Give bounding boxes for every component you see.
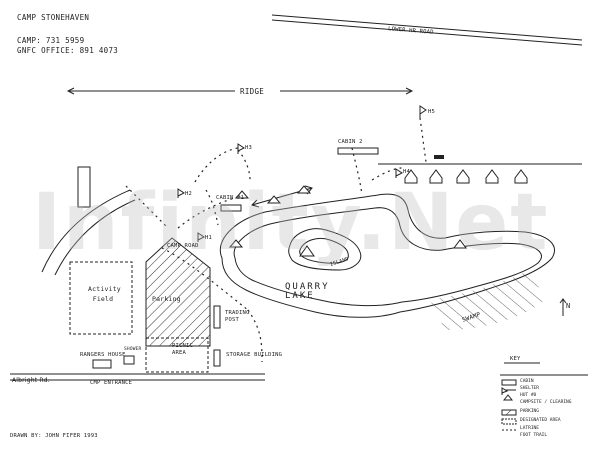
storage-building-box (213, 349, 221, 367)
cabin-icon (429, 169, 443, 184)
cabin-1-label: CABIN #1 (216, 195, 245, 201)
key-hut: HUT #0 (520, 393, 537, 398)
lake-outer-shore (219, 193, 555, 318)
hut-3-label: H3 (245, 145, 253, 151)
cabin-icon (485, 169, 499, 184)
picnic-area-label: PICNIC AREA (172, 343, 194, 357)
shower-label: SHOWER (124, 347, 142, 352)
hut-1-icon (197, 232, 205, 242)
key-title: KEY (510, 356, 521, 362)
swamp-area (430, 270, 545, 330)
camp-entrance-label: CMP ENTRANCE (90, 380, 133, 386)
albright-road-label: Albright Rd. (12, 377, 50, 384)
parking-label: Parking (152, 295, 181, 303)
cabin-icons (228, 169, 528, 257)
hut-2-label: H2 (185, 191, 193, 197)
cabin-icon (456, 169, 470, 184)
cabin-icon (514, 169, 528, 184)
hut-icons (177, 105, 514, 401)
office-phone: GNFC OFFICE: 891 4073 (17, 46, 119, 55)
hut-5-label: H5 (428, 109, 436, 115)
cabin-1-sign (220, 204, 242, 212)
key-campsite: CAMPSITE / CLEARING (520, 400, 572, 405)
hut-5-icon (419, 105, 427, 118)
campsite-icon (228, 239, 244, 248)
cabin-icon (404, 169, 418, 184)
cabin-2-label: CABIN 2 (338, 139, 363, 145)
camp-phone: CAMP: 731 5959 (17, 36, 85, 45)
cabin-2-sign (337, 147, 379, 155)
cabin-icon (296, 185, 312, 194)
hut-4-icon (395, 168, 403, 178)
key-parking: PARKING (520, 409, 539, 414)
hut-3-icon (237, 143, 245, 154)
activity-field-area (69, 261, 133, 335)
hut-2-icon (177, 188, 185, 198)
latrine-icon (434, 155, 444, 159)
campsite-icon (299, 245, 315, 257)
lake-inner-shore (233, 207, 542, 307)
key-designated-area: DESIGNATED AREA (520, 418, 561, 423)
quarry-lake-label: QUARRY LAKE (285, 282, 330, 301)
key-cabin: CABIN (520, 379, 534, 384)
lower-road (271, 14, 583, 46)
key-shelter: SHELTER (520, 386, 539, 391)
ridge-label: RIDGE (240, 87, 265, 96)
map-title: CAMP STONEHAVEN (17, 13, 90, 22)
key-foot-trail: FOOT TRAIL (520, 433, 548, 438)
trail-left-b (54, 199, 136, 276)
cabin-icon (266, 195, 282, 204)
foot-trails (125, 117, 427, 363)
island-outline (288, 228, 362, 271)
hut-1-label: H1 (205, 235, 213, 241)
north-arrow (559, 298, 567, 316)
rangers-house-label: RANGERS HOUSE (80, 352, 126, 358)
hut-4-label: H4 (403, 169, 411, 175)
storage-building-label: STORAGE BUILDING (226, 352, 283, 358)
campsite-icon (453, 239, 467, 249)
trading-post-building (213, 305, 221, 329)
camp-road-label: CAMP ROAD (167, 243, 199, 249)
picnic-area-box (145, 337, 209, 373)
cabin-icon (234, 190, 250, 199)
trading-post-label: TRADING POST (225, 310, 250, 324)
albright-road (10, 373, 265, 381)
parking-lot (145, 237, 211, 347)
trail-left-a (41, 189, 131, 273)
north-label: N (566, 302, 571, 310)
shower-building (123, 355, 135, 365)
key-legend-box (500, 362, 588, 431)
rangers-house-building (92, 359, 112, 369)
credit: DRAWN BY: JOHN FIFER 1993 (10, 433, 98, 439)
key-latrine: LATRINE (520, 426, 539, 431)
activity-field-label: Activity Field (88, 285, 121, 303)
ridge-arrow (66, 87, 414, 95)
tall-building (77, 166, 91, 208)
